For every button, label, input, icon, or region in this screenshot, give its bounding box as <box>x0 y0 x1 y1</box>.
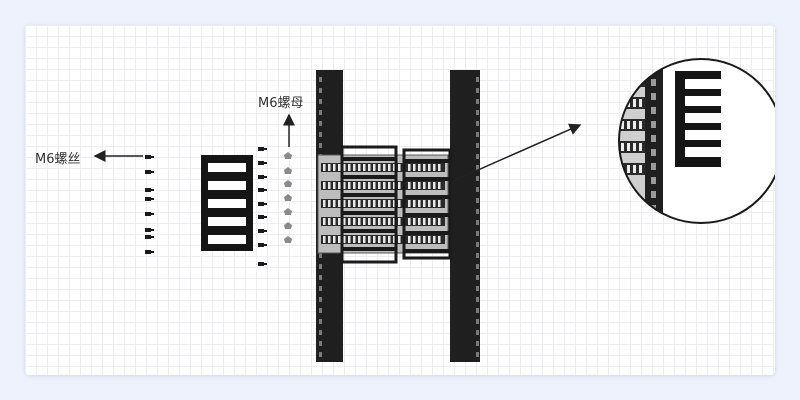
cage-nut-icon <box>284 236 292 243</box>
screw-icon <box>145 197 151 201</box>
screw-icon <box>145 235 151 239</box>
screw-icon <box>258 262 264 266</box>
screw-icon <box>258 147 264 151</box>
mounted-cable-panel <box>317 145 452 264</box>
screw-icon <box>258 175 264 179</box>
screw-icon <box>258 188 264 192</box>
cage-nut-icon <box>284 222 292 229</box>
screw-icon-group-2 <box>258 147 267 266</box>
nut-label: M6螺母 <box>258 96 304 111</box>
screw-label: M6螺丝 <box>35 152 81 167</box>
screw-icon <box>145 250 151 254</box>
cage-nut-icon <box>284 208 292 215</box>
cage-nut-icon <box>284 194 292 201</box>
installation-diagram: M6螺丝 M6螺母 <box>35 58 775 362</box>
screw-icon <box>258 243 264 247</box>
cage-nut-icon <box>284 167 292 174</box>
zoom-detail-circle <box>618 58 775 224</box>
screw-icon <box>145 155 151 159</box>
screw-icon <box>258 229 264 233</box>
rack-right-rail <box>450 70 480 362</box>
screw-icon <box>258 202 264 206</box>
cable-manager <box>201 155 253 251</box>
screw-icon <box>145 212 151 216</box>
screw-icon <box>145 228 151 232</box>
cage-nut-icon <box>284 180 292 187</box>
screw-icon <box>145 170 151 174</box>
screw-icon-group <box>145 155 154 254</box>
cage-nut-icon-group <box>284 152 292 243</box>
diagram-card: M6螺丝 M6螺母 <box>25 25 775 375</box>
cage-nut-icon <box>284 152 292 159</box>
screw-icon <box>258 215 264 219</box>
screw-icon <box>258 161 264 165</box>
detail-arrow <box>452 123 582 182</box>
screw-icon <box>145 188 151 192</box>
